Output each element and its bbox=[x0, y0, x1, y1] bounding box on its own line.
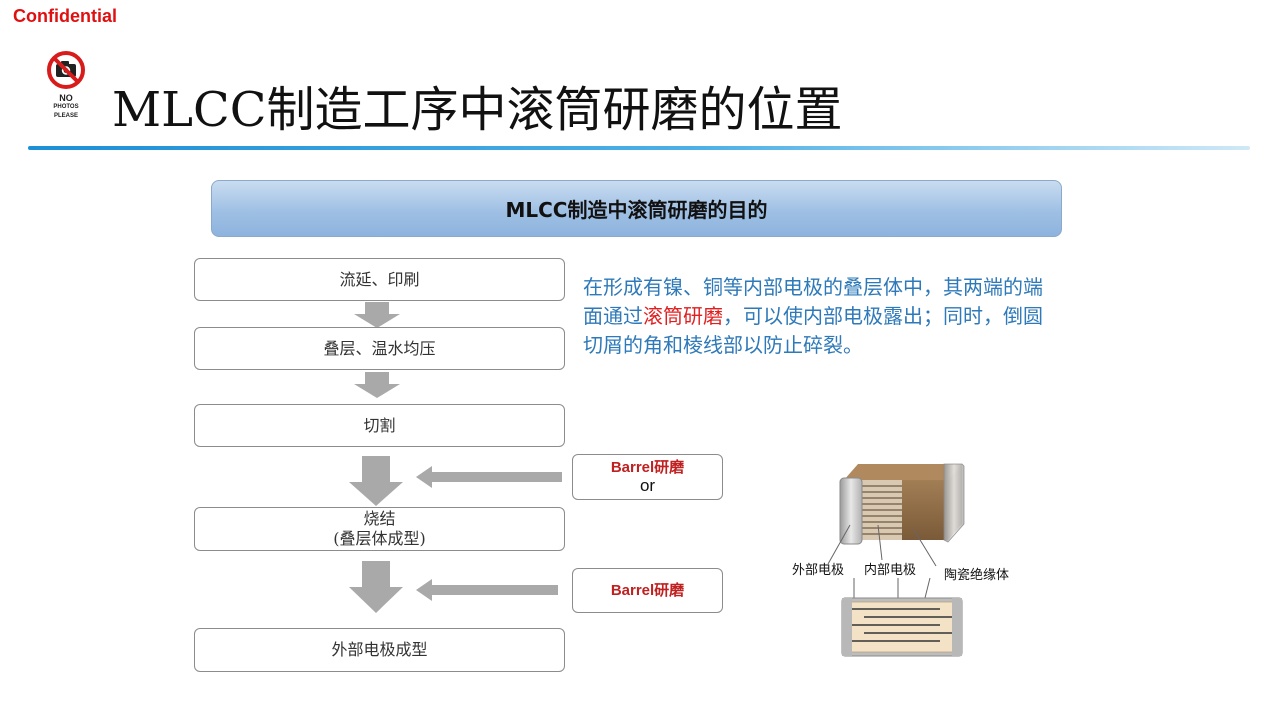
down-arrow-icon bbox=[349, 456, 403, 506]
mlcc-cross-section bbox=[841, 597, 963, 657]
down-arrow-icon bbox=[354, 302, 400, 328]
down-arrow-icon bbox=[354, 372, 400, 398]
barrel-label: Barrel研磨 bbox=[610, 581, 685, 599]
step-label: 烧结 bbox=[363, 509, 396, 528]
mlcc-chip-illustration bbox=[839, 463, 965, 545]
label-ceramic-insulator: 陶瓷绝缘体 bbox=[944, 568, 1010, 583]
barrel-grinding-box-2: Barrel研磨 bbox=[572, 568, 723, 613]
flow-step-external-electrode: 外部电极成型 bbox=[194, 628, 565, 672]
no-photos-text: NO PHOTOS PLEASE bbox=[44, 94, 88, 121]
step-label: 外部电极成型 bbox=[331, 640, 428, 659]
desc-text-2: ，可以使内部电极露出；同时，倒圆切屑的角和棱线部以防止碎裂。 bbox=[583, 304, 1043, 357]
leader-lines bbox=[827, 524, 937, 600]
banner-title: MLCC制造中滚筒研磨的目的 bbox=[505, 198, 768, 222]
step-sublabel: (叠层体成型) bbox=[333, 529, 426, 548]
purpose-banner: MLCC制造中滚筒研磨的目的 bbox=[211, 180, 1062, 237]
or-label: or bbox=[639, 476, 656, 495]
left-arrow-icon bbox=[416, 466, 562, 488]
label-internal-electrode: 内部电极 bbox=[864, 563, 917, 578]
purpose-description: 在形成有镍、铜等内部电极的叠层体中，其两端的端面通过滚筒研磨，可以使内部电极露出… bbox=[583, 273, 1043, 360]
flow-step-casting-printing: 流延、印刷 bbox=[194, 258, 565, 301]
no-photos-line1: NO bbox=[59, 93, 73, 103]
step-label: 叠层、温水均压 bbox=[323, 338, 436, 358]
no-photos-line2: PHOTOS bbox=[53, 104, 79, 110]
title-divider bbox=[28, 146, 1250, 150]
barrel-label: Barrel研磨 bbox=[610, 459, 685, 476]
flow-step-cutting: 切割 bbox=[194, 404, 565, 447]
desc-highlight: 滚筒研磨 bbox=[643, 304, 723, 328]
step-label: 流延、印刷 bbox=[339, 269, 420, 289]
label-external-electrode: 外部电极 bbox=[792, 563, 845, 578]
confidential-label: Confidential bbox=[13, 6, 117, 26]
flow-step-lamination-pressing: 叠层、温水均压 bbox=[194, 327, 565, 370]
down-arrow-icon bbox=[349, 561, 403, 613]
desc-text-1: 在形成有镍、铜等内部电极的叠层体中，其两端的端面通过 bbox=[583, 275, 1043, 328]
no-camera-icon bbox=[47, 51, 85, 89]
barrel-grinding-box-1: Barrel研磨 or bbox=[572, 454, 723, 500]
no-photos-line3: PLEASE bbox=[53, 113, 78, 119]
no-photos-sign: NO PHOTOS PLEASE bbox=[44, 50, 88, 130]
left-arrow-icon bbox=[416, 579, 558, 601]
step-label: 切割 bbox=[363, 415, 396, 435]
flow-step-sintering: 烧结 (叠层体成型) bbox=[194, 507, 565, 551]
page-title: MLCC制造工序中滚筒研磨的位置 bbox=[112, 82, 843, 138]
